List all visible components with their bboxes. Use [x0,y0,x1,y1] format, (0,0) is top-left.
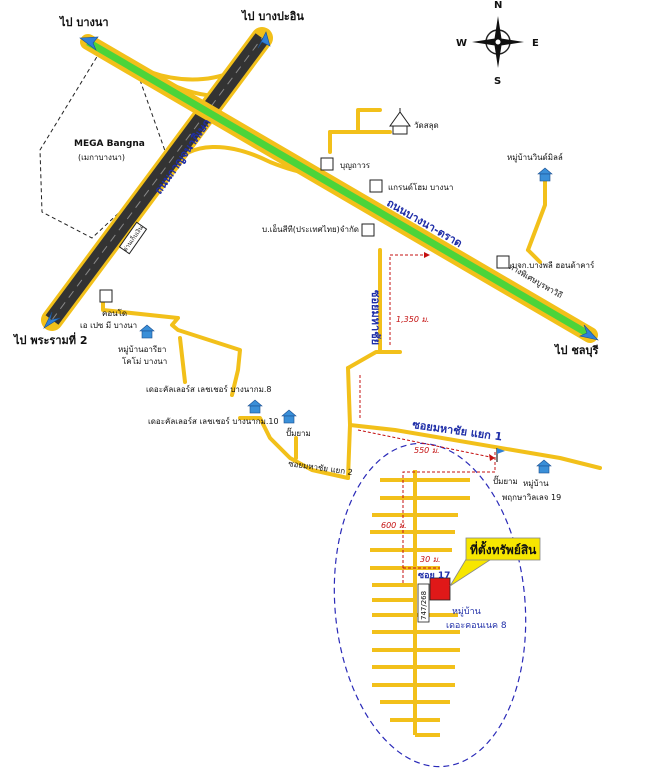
condo-label-2: เอ เปซ มี บางนา [80,321,137,330]
boonthavorn-label: บุญถาวร [340,161,371,170]
house-number-box [417,583,430,623]
arrow-to-rama2-icon [43,311,61,329]
property-area-ellipse [333,442,527,768]
distance-markers [357,252,496,585]
pumpyam1-label: ปั๊มยาม [286,427,311,438]
arrow-to-chonburi-icon [579,324,599,341]
compass-w: W [456,38,467,49]
mega-sub-label: (เมกาบางนา) [78,153,125,162]
compass-e: E [532,38,539,49]
compass-s: S [494,76,501,87]
mahachai-yaek2-label: ซอยมหาชัย แยก 2 [288,459,354,477]
to-bang-pa-in-label: ไป บางปะอิน [240,9,304,23]
to-bangna-label: ไป บางนา [58,15,109,29]
minor-roads-south [101,248,602,480]
soi17-label: ซอย 17 [418,571,450,581]
pruksa-label-1: หมู่บ้าน [523,479,549,489]
bangpli-honda-label: บจก.บางพลี ฮอนด้าคาร์ [512,260,595,270]
pumpyam2-label: ปั๊มยาม [493,475,518,486]
distance-550-label: 550 ม. [414,446,440,455]
grand-home-marker [369,179,383,193]
distance-600-label: 600 ม. [381,521,407,530]
property-label-2: เดอะคอนเนค 8 [446,621,507,631]
connect10-house-icon [281,409,297,424]
wat-label: วัดสลุด [414,121,439,130]
ariya-house-icon [139,324,155,339]
mega-name-label: MEGA Bangna [74,139,145,149]
windmill-label: หมู่บ้านวินด์มิลล์ [507,152,563,163]
compass-labels: N S W E [456,0,539,87]
callout-pointer [449,555,492,587]
arrow-to-bangna-icon [79,36,99,51]
gas-station-icon [496,448,505,462]
the-connect-8-label: เดอะคัลเลอร์ส เลชเชอร์ บางนากม.8 [146,384,272,394]
nst-label: บ.เอ็นสีที(ประเทศไทย)จำกัด [262,224,359,234]
temple-icon [389,108,411,135]
ariya-label-1: หมู่บ้านอารียา [118,345,166,355]
condo-label-1: คอนโด [102,308,127,318]
village-road-grid [370,470,470,737]
windmill-house-icon [537,167,553,182]
bangpli-honda-marker [496,255,510,269]
callout-label: ที่ตั้งทรัพย์สิน [470,540,537,557]
building-markers [99,157,510,303]
pruksa-label-2: พฤกษาวิลเลจ 19 [502,493,561,502]
to-chonburi-label: ไป ชลบุรี [553,343,599,358]
distance-1350-label: 1,350 ม. [396,315,429,324]
mega-bangna-outline [39,54,171,239]
to-rama2-label: ไป พระรามที่ 2 [12,332,87,347]
arrow-to-bang-pa-in-icon [257,31,271,49]
property-marker [429,577,451,601]
house-number-label: 747/268 [420,591,428,620]
property-label-1: หมู่บ้าน [452,606,481,617]
toll-plaza-marker [118,221,148,255]
condo-marker [99,289,113,303]
bangna-trat-expressway [86,38,592,339]
mahachai-label: ซอยมหาชัย [369,290,382,345]
distance-30-label: 30 ม. [420,555,441,564]
house-icons [139,167,553,474]
direction-arrows [43,31,599,341]
the-connect-10-label: เดอะคัลเลอร์ส เลชเชอร์ บางนากม.10 [148,416,279,426]
boonthavorn-marker [320,157,334,171]
compass-n: N [494,0,502,11]
pruksa-house-icon [536,459,552,474]
connect8-house-icon [247,399,263,414]
grand-home-label: แกรนด์โฮม บางนา [388,182,453,192]
compass-rose [472,16,524,68]
ariya-label-2: โคโม่ บางนา [122,356,167,366]
nst-marker [361,223,375,237]
callout-box [465,537,541,561]
